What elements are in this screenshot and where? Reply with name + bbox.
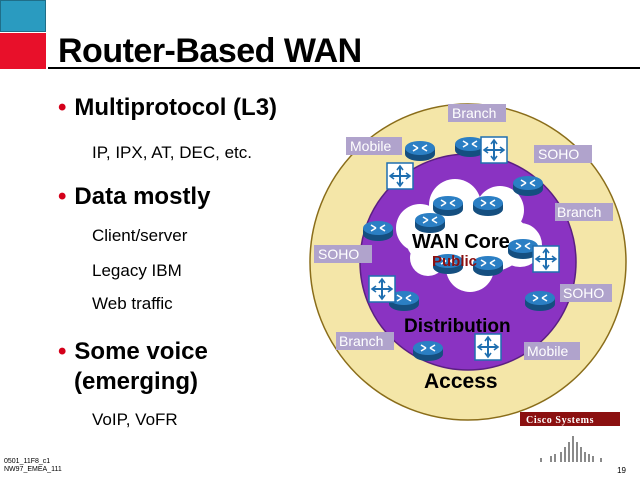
cisco-logo-text: Cisco Systems	[526, 415, 594, 426]
bullet-data-mostly: • Data mostly	[58, 183, 210, 211]
core-router	[432, 195, 464, 217]
distribution-router	[412, 340, 444, 362]
bullet-text: Data mostly	[74, 183, 211, 210]
distribution-router	[512, 175, 544, 197]
distribution-label: Distribution	[404, 316, 511, 337]
subbullet-client-server: Client/server	[92, 226, 188, 245]
site-label-text: Branch	[452, 105, 496, 121]
access-switch	[480, 136, 508, 164]
access-switch	[386, 162, 414, 190]
site-label-soho-right: SOHO	[560, 284, 612, 302]
site-label-text: SOHO	[538, 146, 579, 162]
bullet-dot: •	[58, 94, 67, 121]
access-switch	[474, 333, 502, 361]
site-label-text: Branch	[557, 204, 601, 220]
core-router	[472, 255, 504, 277]
site-label-text: SOHO	[563, 285, 604, 301]
bullet-dot: •	[58, 183, 67, 210]
site-label-branch-left: Branch	[336, 332, 394, 350]
distribution-router	[404, 140, 436, 162]
site-label-soho-left: SOHO	[314, 245, 372, 263]
cisco-systems-logo: Cisco Systems	[520, 412, 620, 462]
site-label-text: Mobile	[527, 343, 568, 359]
site-label-branch-right: Branch	[555, 203, 613, 221]
site-label-text: SOHO	[318, 246, 359, 262]
wan-core-label: WAN Core	[412, 231, 510, 253]
site-label-branch-top: Branch	[448, 104, 506, 122]
access-label: Access	[424, 370, 498, 393]
page-number: 19	[617, 466, 626, 475]
bullet-some-voice-line2: (emerging)	[74, 368, 199, 395]
site-label-text: Mobile	[350, 138, 391, 154]
distribution-router	[524, 290, 556, 312]
title-underline	[48, 67, 640, 69]
slide-title: Router-Based WAN	[58, 32, 362, 70]
bullet-some-voice: • Some voice	[58, 338, 208, 366]
subbullet-voip: VoIP, VoFR	[92, 410, 178, 429]
site-label-mobile-bottom: Mobile	[524, 342, 580, 360]
bullet-multiprotocol: • Multiprotocol (L3)	[58, 94, 277, 122]
site-label-text: Branch	[339, 333, 383, 349]
access-switch	[368, 275, 396, 303]
distribution-router	[362, 220, 394, 242]
public-label: Public	[432, 253, 477, 270]
access-switch	[532, 245, 560, 273]
site-label-soho-top: SOHO	[534, 145, 592, 163]
bullet-text: Some voice	[74, 338, 208, 365]
core-router	[472, 195, 504, 217]
subbullet-web-traffic: Web traffic	[92, 294, 173, 313]
core-router	[414, 212, 446, 234]
footer-code-line2: NW97_EMEA_111	[4, 466, 62, 473]
bullet-text: Multiprotocol (L3)	[74, 94, 278, 121]
subbullet-protocols: IP, IPX, AT, DEC, etc.	[92, 143, 252, 162]
bullet-dot: •	[58, 338, 67, 365]
site-label-mobile-top: Mobile	[346, 137, 402, 155]
subbullet-legacy-ibm: Legacy IBM	[92, 261, 182, 280]
header-square-red	[0, 33, 46, 69]
header-square-blue	[0, 0, 46, 32]
footer-code-line1: 0501_11F8_c1	[4, 458, 51, 465]
